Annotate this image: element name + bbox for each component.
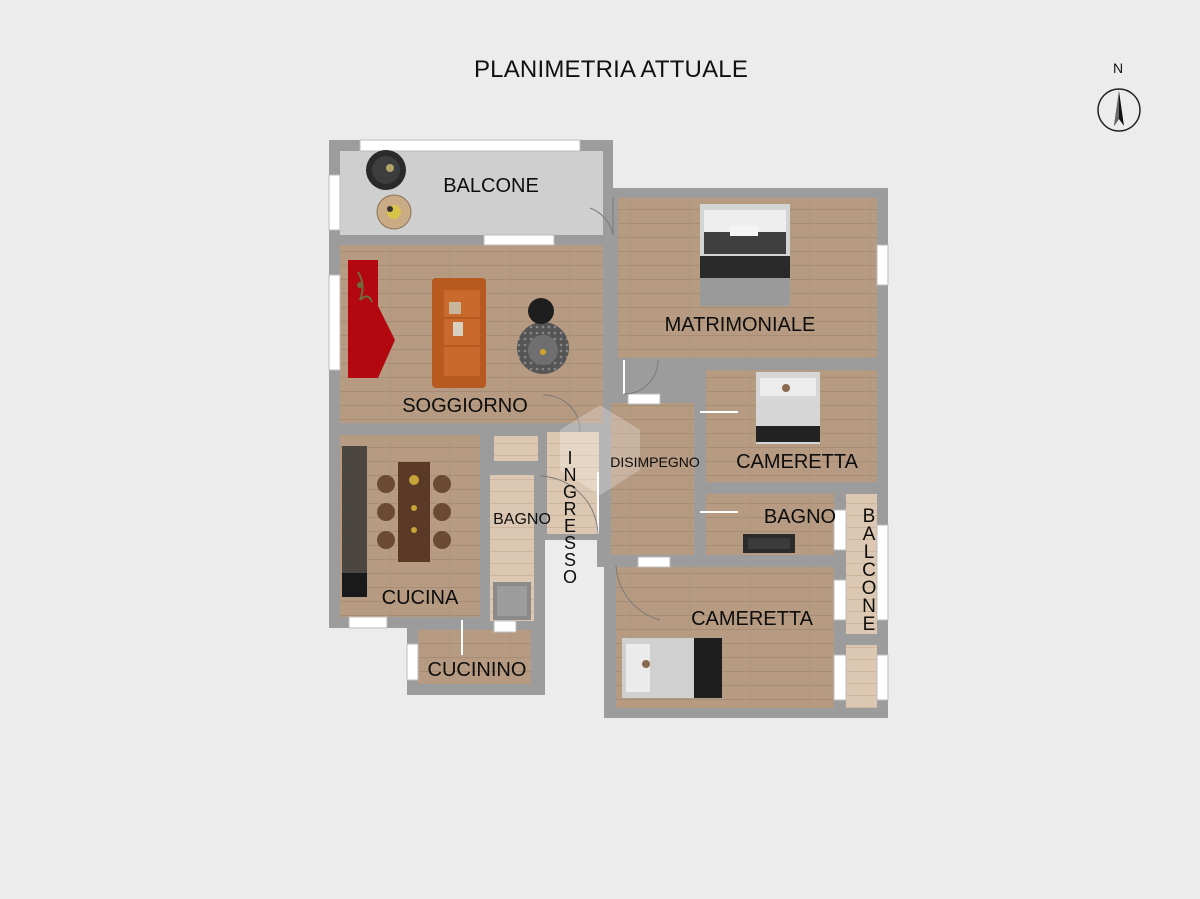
vertical-letter: I (567, 448, 573, 468)
room-cucinino (418, 630, 531, 684)
label-soggiorno: SOGGIORNO (402, 395, 528, 417)
room-ingresso (547, 432, 599, 534)
doors (461, 198, 738, 655)
label-cucina: CUCINA (382, 587, 459, 609)
vertical-letter: L (863, 542, 875, 563)
windows (328, 139, 889, 701)
vertical-letter: O (562, 567, 577, 587)
vertical-letter: S (563, 550, 576, 570)
label-matrimoniale: MATRIMONIALE (665, 314, 816, 336)
vertical-letter: A (862, 524, 876, 545)
kitchen-counter-icon (342, 446, 367, 597)
label-disimpegno: DISIMPEGNO (610, 454, 700, 470)
shower-icon (493, 582, 531, 620)
label-bagno-2: BAGNO (764, 506, 836, 528)
vertical-letter: N (862, 596, 876, 617)
vertical-letter: B (862, 506, 876, 527)
room-disimpegno (611, 403, 694, 555)
compass-icon (1097, 88, 1141, 132)
room-labels: BALCONE SOGGIORNO MATRIMONIALE CAMERETTA… (382, 175, 859, 681)
plan-title: PLANIMETRIA ATTUALE (473, 56, 749, 83)
label-bagno-1: BAGNO (493, 511, 551, 528)
room-balcone-side (846, 494, 877, 634)
vertical-letter: O (861, 578, 877, 599)
balcony-table-icon (376, 194, 412, 230)
vertical-letter: R (563, 499, 577, 519)
bath-mat-icon (743, 534, 795, 553)
vertical-letter: E (563, 516, 576, 536)
label-cucinino: CUCININO (428, 659, 527, 681)
single-bed-icon (756, 372, 820, 444)
balcony-chair-icon (366, 150, 406, 190)
vertical-letter: S (563, 533, 576, 553)
watermark (560, 405, 640, 495)
single-bed-2-icon (622, 638, 722, 698)
dining-table-icon (377, 462, 451, 562)
vertical-letter: N (563, 465, 577, 485)
north-label: N (1112, 60, 1124, 76)
coffee-table-icon (517, 298, 569, 374)
double-bed-icon (700, 204, 790, 306)
vertical-letter: G (562, 482, 577, 502)
vertical-letter: C (862, 560, 876, 581)
red-sideboard-icon (348, 260, 395, 378)
label-balcone-top: BALCONE (443, 175, 539, 197)
sofa-icon (432, 278, 486, 388)
label-cameretta-1: CAMERETTA (736, 451, 859, 473)
label-cameretta-2: CAMERETTA (691, 608, 814, 630)
vertical-letter: E (862, 614, 876, 635)
